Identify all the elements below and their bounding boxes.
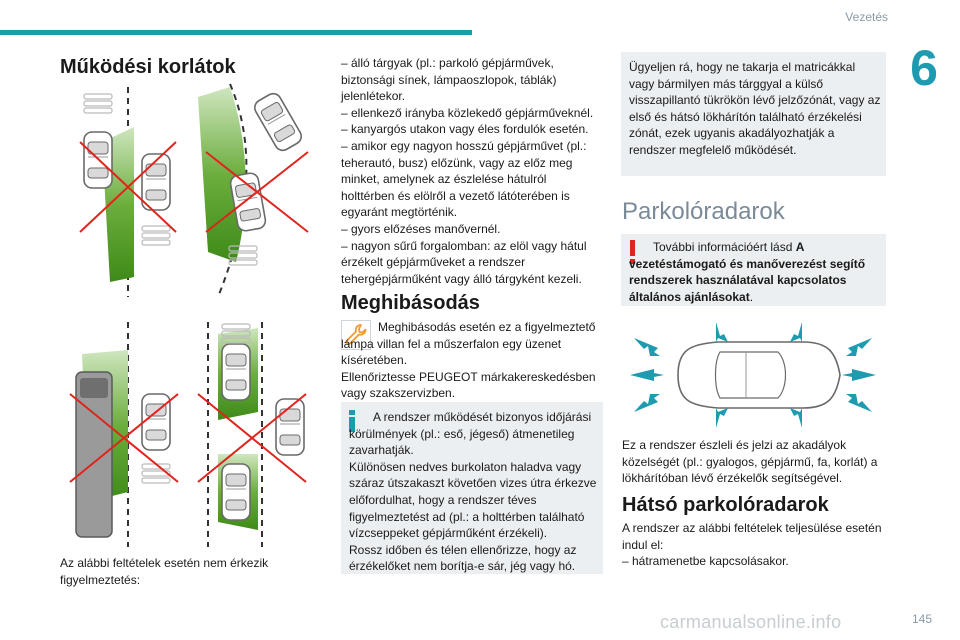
malfunction-text: Meghibásodás esetén ez a figyelmeztető l…: [341, 319, 603, 402]
warning-suffix: .: [749, 289, 754, 304]
list-item: – gyors előzéses manővernél.: [341, 221, 501, 236]
rear-parking-text: A rendszer az alábbi feltételek teljesül…: [622, 520, 884, 570]
parking-sensor-diagram: [630, 322, 876, 428]
scene-dense-traffic: [197, 322, 307, 547]
note-text: Ügyeljen rá, hogy ne takarja el matricák…: [629, 60, 881, 157]
car-top-view: [677, 341, 841, 409]
info-text: A rendszer működését bizonyos időjárási …: [349, 409, 599, 575]
section-title: Vezetés: [845, 10, 888, 24]
list-item: – kanyargós utakon vagy éles fordulók es…: [341, 122, 589, 137]
limits-list: – álló tárgyak (pl.: parkoló gépjárművek…: [341, 55, 603, 287]
warning-text: További információért lásd A vezetéstámo…: [629, 239, 881, 305]
scene-static-objects: [79, 87, 177, 297]
list-item: – amikor egy nagyon hosszú gépjárművet (…: [341, 138, 587, 220]
note-box: [621, 52, 886, 176]
malfunction-paragraph-2: Ellenőriztesse PEUGEOT márkakereskedésbe…: [341, 369, 596, 401]
scene-long-vehicle: [69, 322, 179, 547]
warning-icon: [630, 240, 635, 264]
heading-rear-parking: Hátsó parkolóradarok: [622, 494, 829, 516]
chapter-number: 6: [910, 40, 938, 96]
limits-illustration: [69, 83, 309, 547]
info-icon: [349, 410, 355, 432]
info-paragraph: Rossz időben és télen ellenőrizze, hogy …: [349, 542, 577, 574]
info-paragraph: A rendszer működését bizonyos időjárási …: [349, 410, 592, 458]
list-item: – álló tárgyak (pl.: parkoló gépjárművek…: [341, 56, 557, 104]
list-item: – ellenkező irányba közlekedő gépjárműve…: [341, 105, 594, 120]
warning-box: [621, 234, 886, 306]
malfunction-paragraph: Meghibásodás esetén ez a figyelmeztető l…: [341, 320, 596, 368]
scene-curve: [198, 83, 309, 298]
heading-parking-radars: Parkolóradarok: [622, 198, 785, 225]
warning-prefix: További információért lásd: [653, 240, 796, 254]
warning-reference: A vezetéstámogató és manőverezést segítő…: [629, 240, 866, 304]
info-paragraph: Különösen nedves burkolaton haladva vagy…: [349, 459, 597, 541]
info-box: [341, 402, 603, 574]
limits-caption: Az alábbi feltételek esetén nem érkezik …: [60, 556, 269, 587]
list-item: – hátramenetbe kapcsolásakor.: [622, 554, 789, 569]
list-item: – nagyon sűrű forgalomban: az elöl vagy …: [341, 238, 587, 286]
parking-description: Ez a rendszer észleli és jelzi az akadál…: [622, 438, 878, 486]
page-number: 145: [912, 612, 933, 626]
wrench-icon: [341, 320, 371, 350]
watermark: carmanualsonline.info: [660, 612, 842, 632]
header-accent-bar: [0, 30, 472, 35]
sensor-arrows: [630, 322, 876, 428]
heading-limits: Működési korlátok: [60, 56, 236, 78]
heading-malfunction: Meghibásodás: [341, 292, 480, 314]
rear-parking-paragraph: A rendszer az alábbi feltételek teljesül…: [622, 521, 882, 552]
